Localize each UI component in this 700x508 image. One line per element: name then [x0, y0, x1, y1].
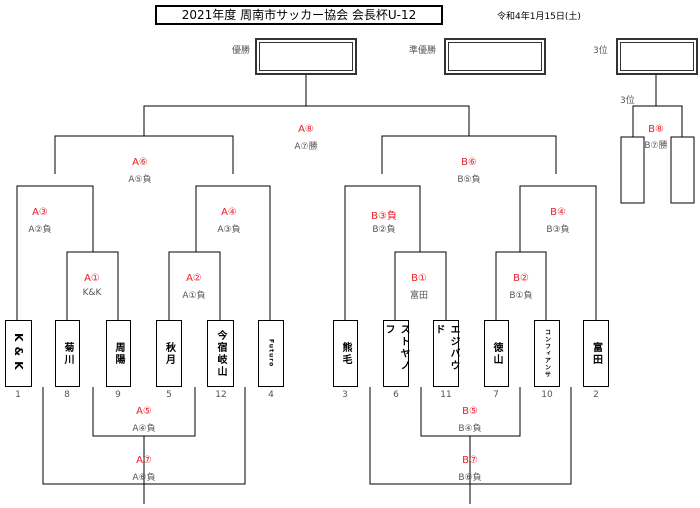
match-b3-result: B②負 — [372, 225, 396, 235]
team-name: 周陽 — [113, 341, 124, 366]
match-b3-label: B③負 — [371, 211, 397, 222]
third-box — [616, 38, 698, 75]
match-b4-result: B③負 — [546, 225, 570, 235]
team-box-futuro: Futuro — [258, 320, 284, 387]
team-name: 菊川 — [62, 341, 73, 366]
team-name: 徳山 — [491, 341, 502, 366]
match-a6-label: A⑥ — [132, 157, 148, 168]
team-name: 今宿岐山 — [215, 329, 226, 378]
match-b7-result: B⑥負 — [458, 473, 482, 483]
team-box-stoyanov: ストヤノフ — [383, 320, 409, 387]
match-b5-result: B④負 — [458, 424, 482, 434]
winner-label: 優勝 — [232, 46, 251, 56]
page-title: 2021年度 周南市サッカー協会 会長杯U-12 — [155, 5, 443, 25]
team-name: エジバウド — [433, 324, 459, 372]
team-seed: 7 — [493, 390, 499, 400]
team-seed: 10 — [541, 390, 553, 400]
match-b1-label: B① — [411, 273, 427, 284]
team-box-kumage: 熊毛 — [333, 320, 358, 387]
team-name: 秋月 — [163, 341, 175, 366]
team-box-kk: K&K — [5, 320, 32, 387]
team-name: 熊毛 — [340, 341, 351, 366]
match-a8-result: A⑦勝 — [294, 142, 318, 152]
match-b2-result: B①負 — [509, 291, 533, 301]
team-box-shuyo: 周陽 — [106, 320, 131, 387]
team-box-kikugawa: 菊川 — [55, 320, 80, 387]
team-name: Futuro — [267, 339, 275, 368]
match-b8-label: B⑧ — [648, 124, 664, 135]
team-seed: 12 — [215, 390, 227, 400]
match-a7-label: A⑦ — [136, 455, 152, 466]
match-b7-label: B⑦ — [462, 455, 478, 466]
team-name: K&K — [12, 332, 25, 375]
match-b4-label: B④ — [550, 207, 566, 218]
team-name: コンフィアンサ — [543, 329, 551, 378]
team-seed: 2 — [593, 390, 599, 400]
match-b1-result: 富田 — [409, 291, 428, 301]
match-a3-result: A②負 — [28, 225, 52, 235]
match-b5-label: B⑤ — [462, 406, 478, 417]
match-a7-result: A⑥負 — [132, 473, 156, 483]
match-a4-result: A③負 — [217, 225, 241, 235]
team-name: 富田 — [590, 341, 602, 366]
team-seed: 9 — [115, 390, 121, 400]
team-box-akizuki: 秋月 — [156, 320, 182, 387]
match-a2-label: A② — [186, 273, 202, 284]
team-seed: 11 — [440, 390, 452, 400]
match-a1-label: A① — [84, 273, 100, 284]
team-box-tonda: 富田 — [583, 320, 609, 387]
match-b6-result: B⑤負 — [457, 175, 481, 185]
third-label: 3位 — [593, 46, 608, 56]
team-seed: 3 — [342, 390, 348, 400]
team-seed: 5 — [166, 390, 172, 400]
team-box-imajuku-gizan: 今宿岐山 — [207, 320, 234, 387]
match-a4-label: A④ — [221, 207, 237, 218]
match-a5-result: A④負 — [132, 424, 156, 434]
team-box-ejibaudo: エジバウド — [433, 320, 459, 387]
match-a5-label: A⑤ — [136, 406, 152, 417]
team-box-confianza: コンフィアンサ — [534, 320, 560, 387]
runner-up-box — [444, 38, 546, 75]
match-b6-label: B⑥ — [461, 157, 477, 168]
match-b2-label: B② — [513, 273, 529, 284]
match-a2-result: A①負 — [182, 291, 206, 301]
event-date: 令和4年1月15日(土) — [497, 12, 581, 22]
match-a6-result: A⑤負 — [128, 175, 152, 185]
winner-box — [255, 38, 357, 75]
team-seed: 6 — [393, 390, 399, 400]
team-seed: 4 — [268, 390, 274, 400]
match-a8-label: A⑧ — [298, 124, 314, 135]
match-b8-result: B⑦勝 — [644, 141, 668, 151]
team-seed: 8 — [64, 390, 70, 400]
team-box-tokuyama: 徳山 — [484, 320, 509, 387]
match-a3-label: A③ — [32, 207, 48, 218]
third-place-round-label: 3位 — [620, 96, 635, 106]
team-name: ストヤノフ — [383, 324, 409, 372]
match-a1-result: K&K — [82, 288, 102, 298]
team-seed: 1 — [15, 390, 21, 400]
runner-up-label: 準優勝 — [409, 46, 437, 56]
